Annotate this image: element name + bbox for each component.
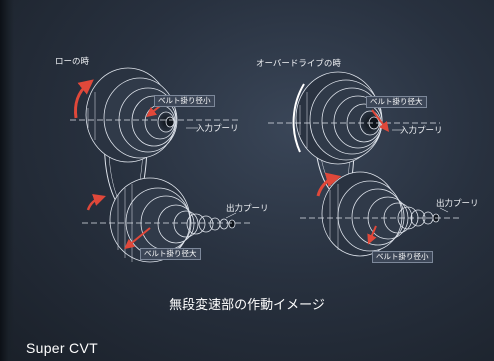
low-output-pulley-label: 出力プーリ	[226, 204, 269, 214]
low-belt-large-arrow	[124, 227, 151, 250]
low-output-rotation-arrow	[86, 194, 106, 211]
low-input-pulley-label: 入力プーリ	[196, 124, 239, 134]
low-belt-small-arrow	[146, 105, 161, 118]
overdrive-title: オーバードライブの時	[256, 59, 341, 69]
overdrive-input-pulley-label: 入力プーリ	[400, 126, 443, 136]
low-input-pulley	[85, 67, 178, 163]
overdrive-output-pulley	[321, 171, 440, 257]
overdrive-diagram	[268, 71, 462, 257]
low-belt-large-tag: ベルト掛り径大	[140, 248, 201, 260]
overdrive-belt-large-arrow	[371, 109, 390, 132]
overdrive-belt-small-arrow	[367, 225, 377, 245]
page-binding-edge	[0, 0, 14, 361]
low-input-rotation-arrow	[74, 79, 94, 119]
overdrive-output-rotation-arrow	[316, 172, 342, 197]
overdrive-belt-small-tag: ベルト掛り径小	[372, 251, 433, 263]
low-title: ローの時	[55, 57, 90, 67]
overdrive-input-pulley	[295, 71, 383, 165]
diagram-caption: 無段変速部の作動イメージ	[169, 298, 325, 313]
overdrive-output-pulley-label: 出力プーリ	[436, 199, 479, 209]
brand-logo-text: Super CVT	[26, 340, 98, 356]
low-belt-small-tag: ベルト掛り径小	[154, 95, 215, 107]
overdrive-input-rotation-arrow	[292, 83, 305, 153]
overdrive-belt-large-tag: ベルト掛り径大	[366, 96, 427, 108]
